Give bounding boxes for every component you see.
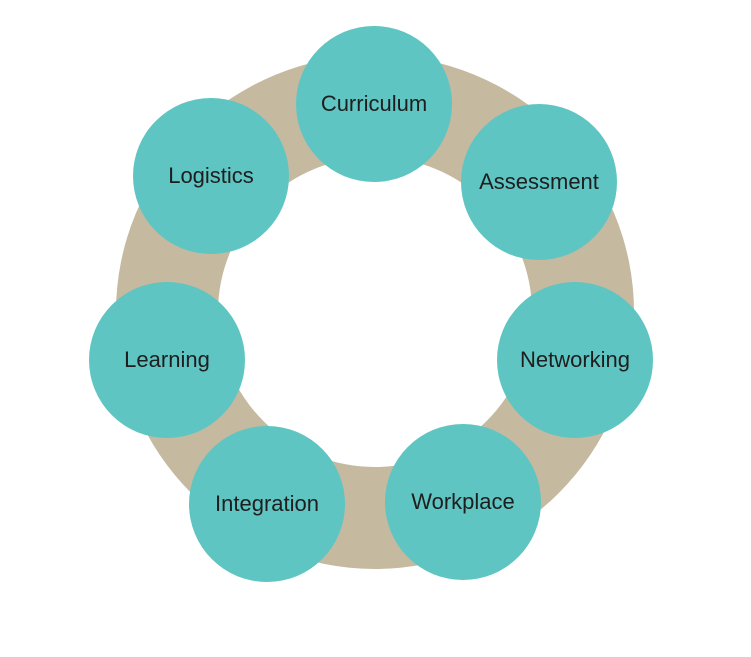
node-assessment: Assessment bbox=[461, 104, 617, 260]
node-label: Workplace bbox=[411, 489, 515, 514]
node-logistics: Logistics bbox=[133, 98, 289, 254]
node-label: Learning bbox=[124, 347, 210, 372]
node-label: Assessment bbox=[479, 169, 599, 194]
node-label: Curriculum bbox=[320, 91, 428, 116]
node-label: Logistics bbox=[168, 163, 254, 188]
node-networking: Networking bbox=[497, 282, 653, 438]
node-workplace: Workplace bbox=[385, 424, 541, 580]
node-label: Networking bbox=[519, 347, 631, 372]
node-curriculum: Curriculum bbox=[296, 26, 452, 182]
node-integration: Integration bbox=[189, 426, 345, 582]
node-learning: Learning bbox=[89, 282, 245, 438]
node-label: Integration bbox=[215, 491, 319, 516]
